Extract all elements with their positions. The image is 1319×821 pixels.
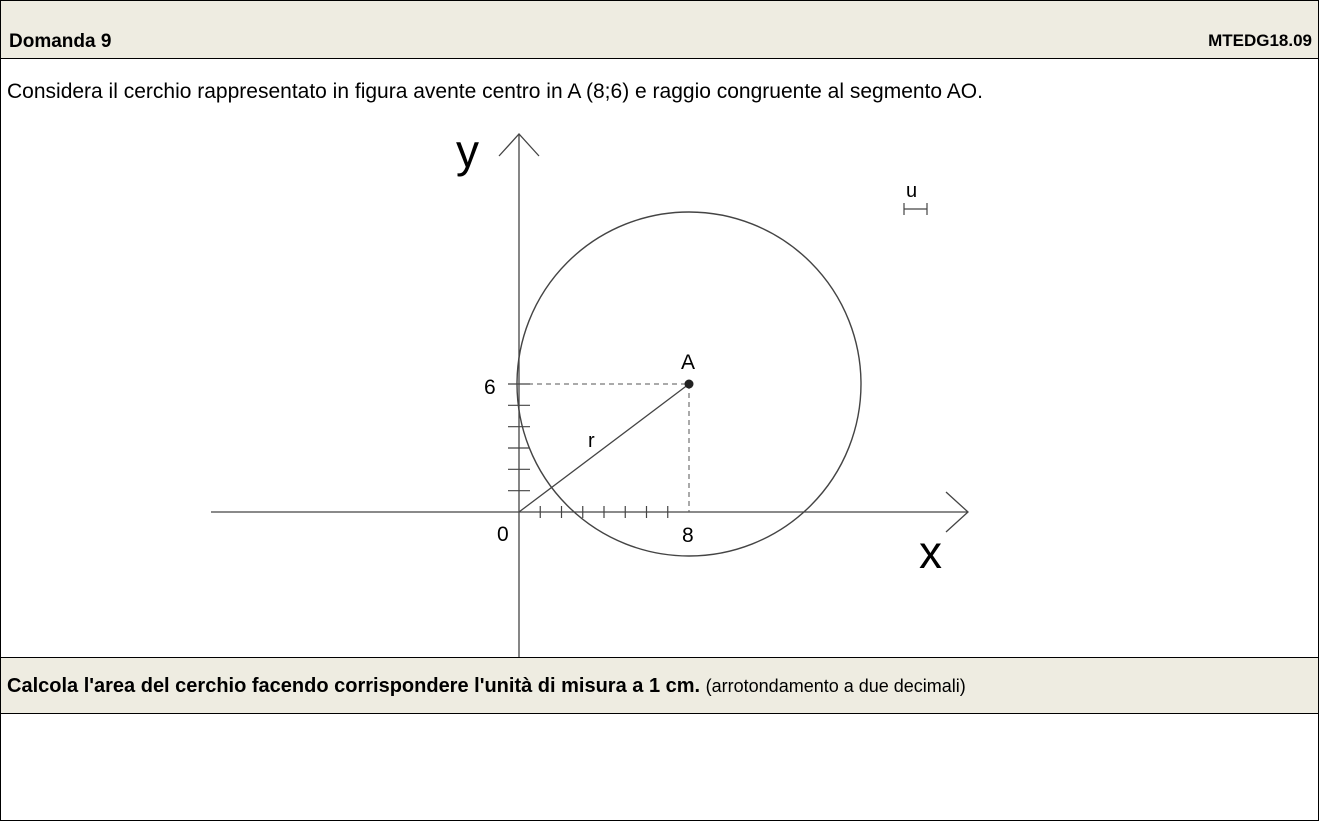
x-ticks (539, 506, 669, 518)
question-ask-note: (arrotondamento a due decimali) (705, 676, 966, 696)
radius-label: r (588, 430, 595, 452)
question-ask: Calcola l'area del cerchio facendo corri… (7, 675, 966, 698)
radius-segment (518, 383, 690, 513)
question-header: Domanda 9 MTEDG18.09 (1, 1, 1318, 59)
question-code: MTEDG18.09 (1208, 31, 1312, 50)
x-axis-arrow (945, 491, 969, 533)
axis-y-label: y (456, 125, 479, 177)
axis-x-label: x (919, 526, 942, 578)
center-label: A (681, 351, 695, 374)
circle-figure: y x A r 0 8 6 u (211, 125, 969, 657)
y-axis-arrow (498, 133, 540, 157)
y-ticks (508, 404, 530, 492)
y-tick-label: 6 (484, 376, 496, 399)
question-ask-bar: Calcola l'area del cerchio facendo corri… (1, 657, 1318, 714)
question-ask-main: Calcola l'area del cerchio facendo corri… (7, 675, 701, 697)
unit-label: u (906, 180, 917, 202)
center-point (684, 379, 694, 389)
origin-label: 0 (497, 523, 509, 546)
question-title: Domanda 9 (9, 31, 112, 52)
x-tick-label: 8 (682, 524, 694, 547)
question-intro: Considera il cerchio rappresentato in fi… (7, 80, 983, 103)
